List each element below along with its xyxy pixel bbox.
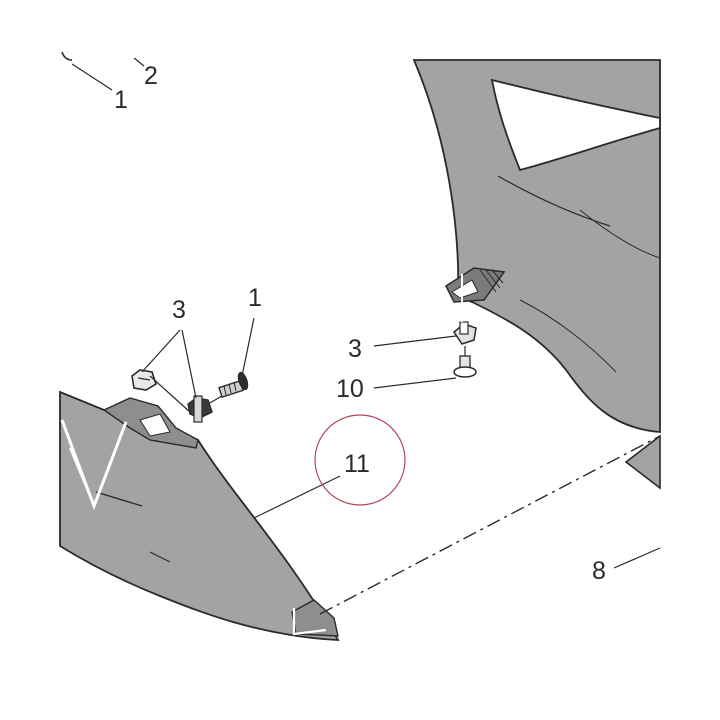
right-fairing-panel [412, 59, 661, 490]
leader-lines [61, 51, 661, 569]
clip-nut-icon [452, 321, 477, 345]
clip-nut-icon [131, 369, 157, 391]
callout-fairing-11: 11 [344, 450, 370, 478]
callout-top-left-2: 2 [144, 62, 158, 90]
callout-fairing-right-8: 8 [592, 557, 606, 585]
callout-top-left-1: 1 [114, 86, 128, 114]
flange-screw-icon [453, 355, 477, 378]
highlight-circle [314, 414, 406, 506]
screw-icon [218, 371, 249, 399]
assembly-axis-lines [149, 274, 661, 615]
clip-nut-icon [187, 395, 213, 423]
callout-screw-left-1: 1 [248, 284, 262, 312]
left-lower-fairing [59, 390, 340, 641]
callout-screw-right-10: 10 [336, 375, 364, 403]
callout-clip-right-3: 3 [348, 335, 362, 363]
callout-clip-left-3: 3 [172, 296, 186, 324]
